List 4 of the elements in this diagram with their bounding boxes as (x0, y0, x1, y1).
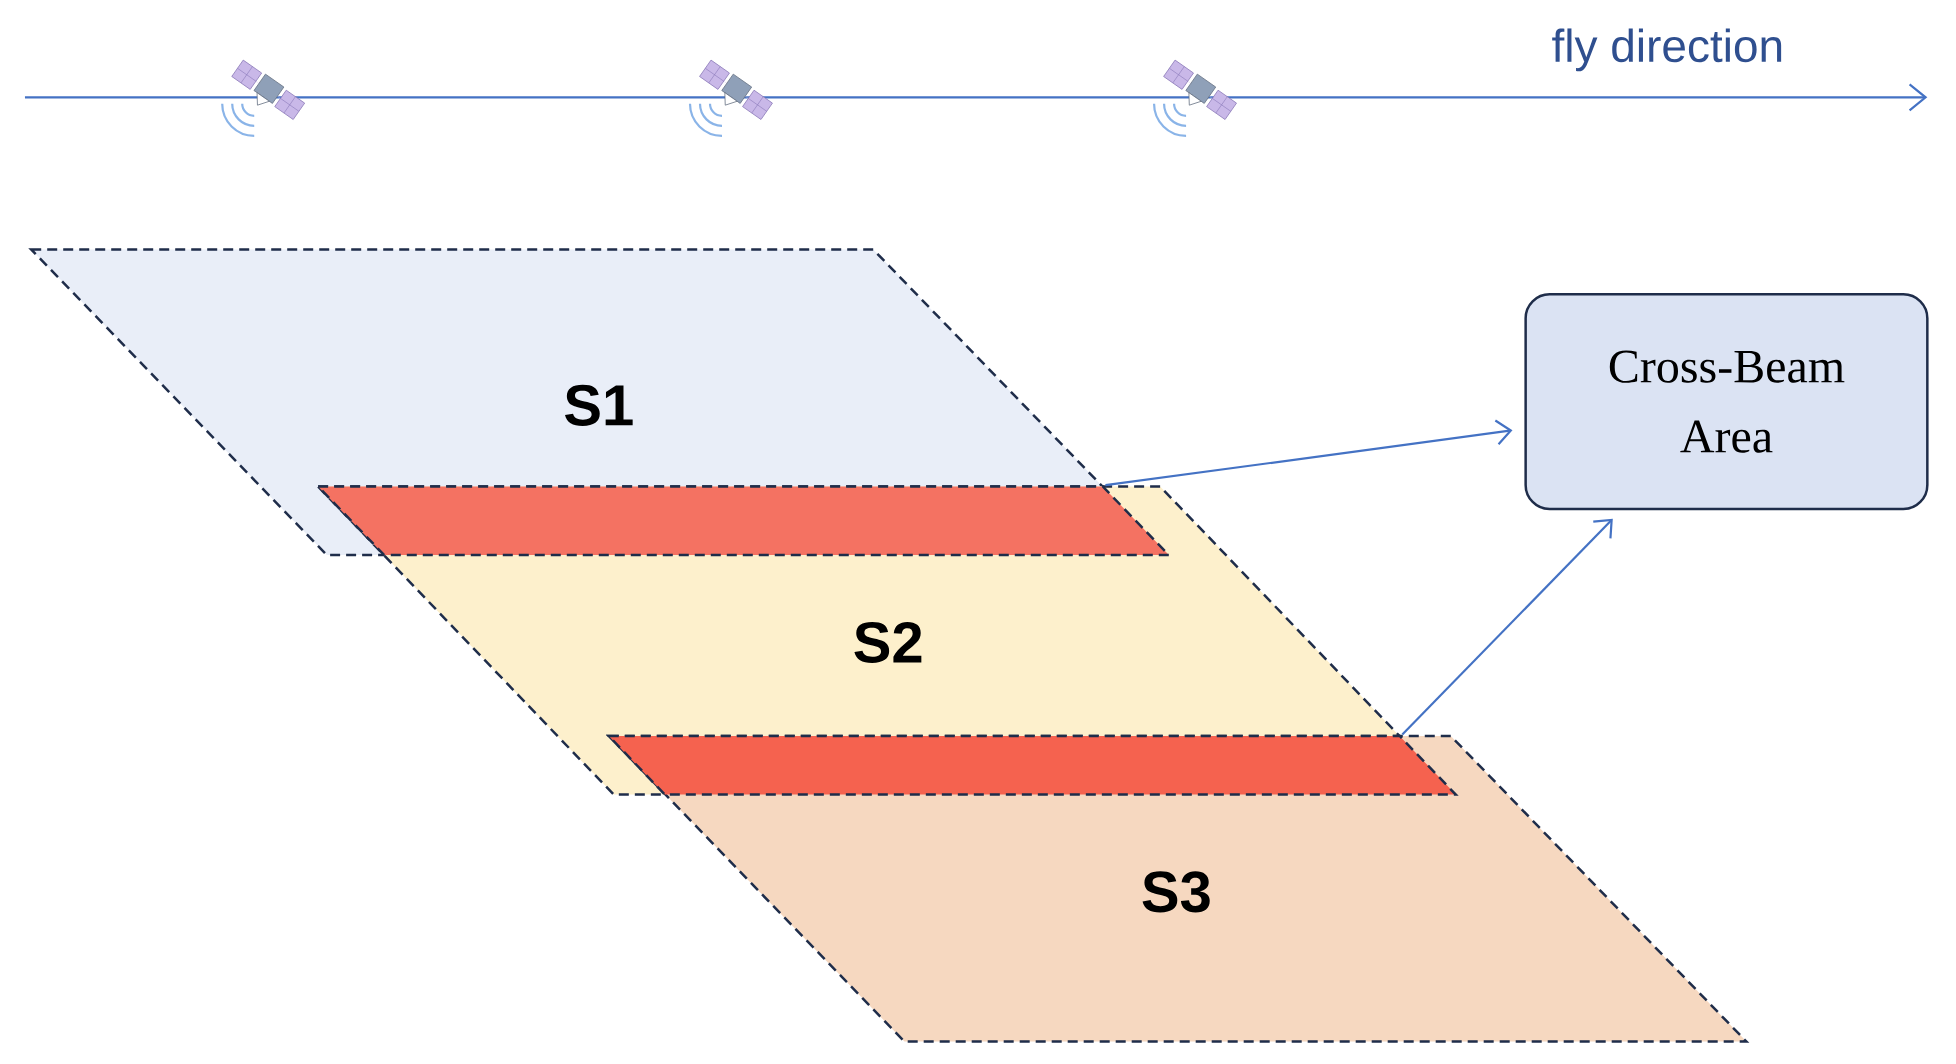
direction-label: fly direction (1552, 28, 1782, 72)
arrow (1401, 518, 1613, 736)
arrow (1105, 419, 1513, 487)
area-box: Cross-Beam Area (1524, 293, 1929, 511)
